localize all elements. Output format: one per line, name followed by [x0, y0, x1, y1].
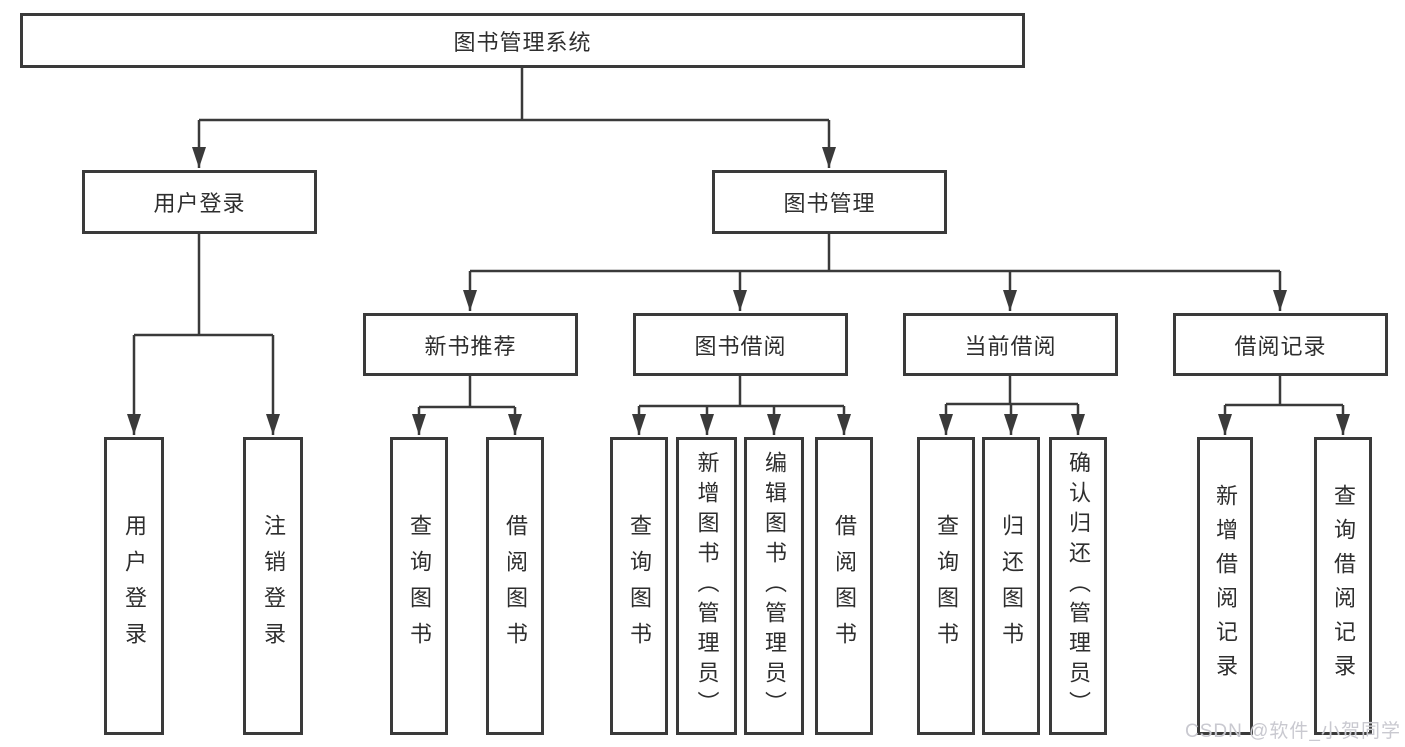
node-borrowing-records: 借阅记录 — [1173, 313, 1388, 376]
leaf-add-books-admin: 新增图书（管理员） — [676, 437, 737, 735]
leaf-recommend-query-books: 查询图书 — [390, 437, 448, 735]
node-new-book-recommendation: 新书推荐 — [363, 313, 578, 376]
node-book-borrowing: 图书借阅 — [633, 313, 848, 376]
csdn-watermark: CSDN @软件_小贺同学 — [1185, 721, 1401, 742]
leaf-user-login: 用户登录 — [104, 437, 164, 735]
leaf-borrowing-borrow-books: 借阅图书 — [815, 437, 873, 735]
node-book-management: 图书管理 — [712, 170, 947, 234]
leaf-add-borrow-record: 新增借阅记录 — [1197, 437, 1253, 735]
node-user-login: 用户登录 — [82, 170, 317, 234]
leaf-confirm-return-admin: 确认归还（管理员） — [1049, 437, 1107, 735]
connector-arrows — [127, 120, 1350, 435]
node-library-management-system: 图书管理系统 — [20, 13, 1025, 68]
leaf-borrowing-query-books: 查询图书 — [610, 437, 668, 735]
node-current-borrowing: 当前借阅 — [903, 313, 1118, 376]
leaf-return-books: 归还图书 — [982, 437, 1040, 735]
leaf-current-query-books: 查询图书 — [917, 437, 975, 735]
connector-trunks — [134, 68, 1343, 409]
leaf-logout: 注销登录 — [243, 437, 303, 735]
leaf-edit-books-admin: 编辑图书（管理员） — [744, 437, 804, 735]
leaf-recommend-borrow-books: 借阅图书 — [486, 437, 544, 735]
leaf-query-borrow-record: 查询借阅记录 — [1314, 437, 1372, 735]
